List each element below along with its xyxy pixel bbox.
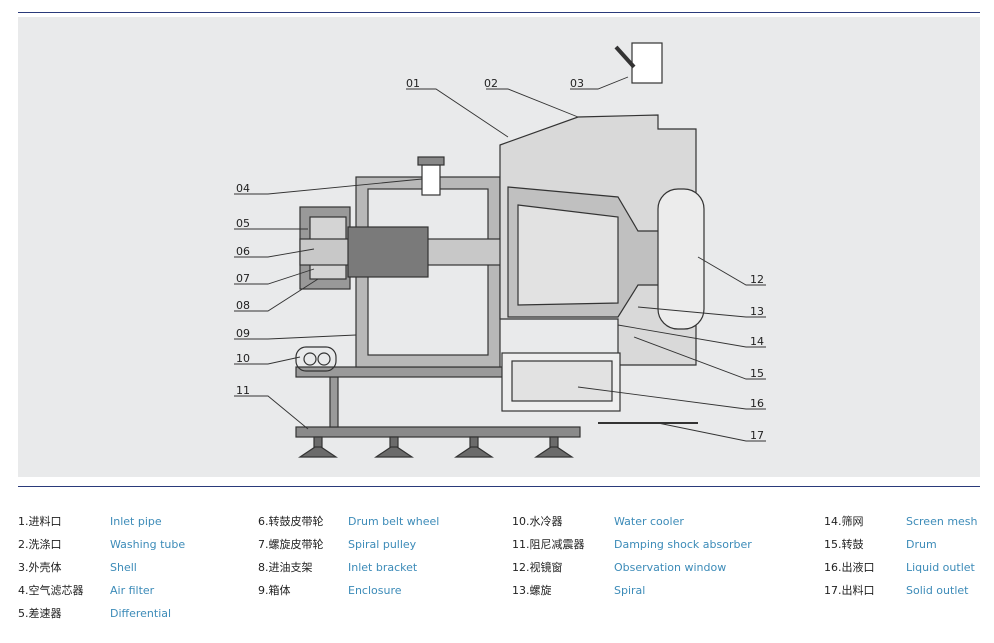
callout-09: 09: [236, 327, 250, 340]
leader-lines: [234, 76, 766, 442]
callout-06: 06: [236, 245, 250, 258]
legend-en-3: Shell: [110, 561, 137, 574]
legend-cn-9: 9.箱体: [258, 584, 291, 597]
legend-en-15: Drum: [906, 538, 937, 551]
legend-cn-3: 3.外壳体: [18, 561, 62, 574]
legend-cn-17: 17.出料口: [824, 584, 875, 597]
shock-absorbers: [298, 436, 574, 458]
legend-en-16: Liquid outlet: [906, 561, 975, 574]
callout-08: 08: [236, 299, 250, 312]
legend-divider: [18, 486, 980, 487]
parts-legend: 1.进料口 Inlet pipe 2.洗涤口 Washing tube 3.外壳…: [18, 515, 980, 635]
legend-cn-15: 15.转鼓: [824, 538, 864, 551]
legend-cn-4: 4.空气滤芯器: [18, 584, 84, 597]
legend-cn-16: 16.出液口: [824, 561, 875, 574]
water-cooler: [295, 346, 337, 372]
legend-cn-10: 10.水冷器: [512, 515, 563, 528]
legend-cn-14: 14.筛网: [824, 515, 864, 528]
legend-en-6: Drum belt wheel: [348, 515, 440, 528]
upper-frame-beam: [295, 366, 509, 378]
centrifuge-drawing: 01 02 03 04 05 06 07 08 09 10 11 12 13 1…: [234, 42, 766, 458]
legend-cn-1: 1.进料口: [18, 515, 62, 528]
legend-cn-8: 8.进油支架: [258, 561, 313, 574]
legend-en-14: Screen mesh: [906, 515, 978, 528]
callout-15: 15: [750, 367, 764, 380]
legend-en-1: Inlet pipe: [110, 515, 162, 528]
legend-en-12: Observation window: [614, 561, 727, 574]
frame-leg: [329, 376, 339, 428]
callout-14: 14: [750, 335, 764, 348]
air-filter: [421, 164, 441, 196]
callout-04: 04: [236, 182, 250, 195]
callout-labels: 01 02 03 04 05 06 07 08 09 10 11 12 13 1…: [236, 77, 764, 442]
inlet-pipe: [631, 42, 663, 84]
legend-cn-2: 2.洗涤口: [18, 538, 62, 551]
legend-en-13: Spiral: [614, 584, 646, 597]
legend-cn-5: 5.差速器: [18, 607, 62, 620]
legend-en-7: Spiral pulley: [348, 538, 417, 551]
callout-02: 02: [484, 77, 498, 90]
legend-en-9: Enclosure: [348, 584, 402, 597]
callout-01: 01: [406, 77, 420, 90]
differential: [347, 226, 429, 278]
centrifuge-cross-section-diagram: 01 02 03 04 05 06 07 08 09 10 11 12 13 1…: [18, 17, 980, 477]
callout-17: 17: [750, 429, 764, 442]
legend-en-17: Solid outlet: [906, 584, 969, 597]
legend-cn-12: 12.视镜窗: [512, 561, 563, 574]
legend-en-2: Washing tube: [110, 538, 186, 551]
base-beam: [295, 426, 581, 438]
top-divider: [18, 12, 980, 13]
callout-16: 16: [750, 397, 764, 410]
callout-11: 11: [236, 384, 250, 397]
callout-13: 13: [750, 305, 764, 318]
legend-cn-7: 7.螺旋皮带轮: [258, 538, 324, 551]
callout-03: 03: [570, 77, 584, 90]
callout-07: 07: [236, 272, 250, 285]
legend-cn-6: 6.转鼓皮带轮: [258, 515, 324, 528]
spiral: [517, 204, 619, 306]
legend-en-8: Inlet bracket: [348, 561, 418, 574]
legend-en-5: Differential: [110, 607, 172, 620]
legend-cn-11: 11.阻尼减震器: [512, 538, 585, 551]
callout-10: 10: [236, 352, 250, 365]
callout-05: 05: [236, 217, 250, 230]
legend-en-10: Water cooler: [614, 515, 684, 528]
legend-cn-13: 13.螺旋: [512, 584, 552, 597]
observation-window: [657, 188, 705, 330]
callout-12: 12: [750, 273, 764, 286]
legend-en-4: Air filter: [110, 584, 155, 597]
legend-en-11: Damping shock absorber: [614, 538, 752, 551]
